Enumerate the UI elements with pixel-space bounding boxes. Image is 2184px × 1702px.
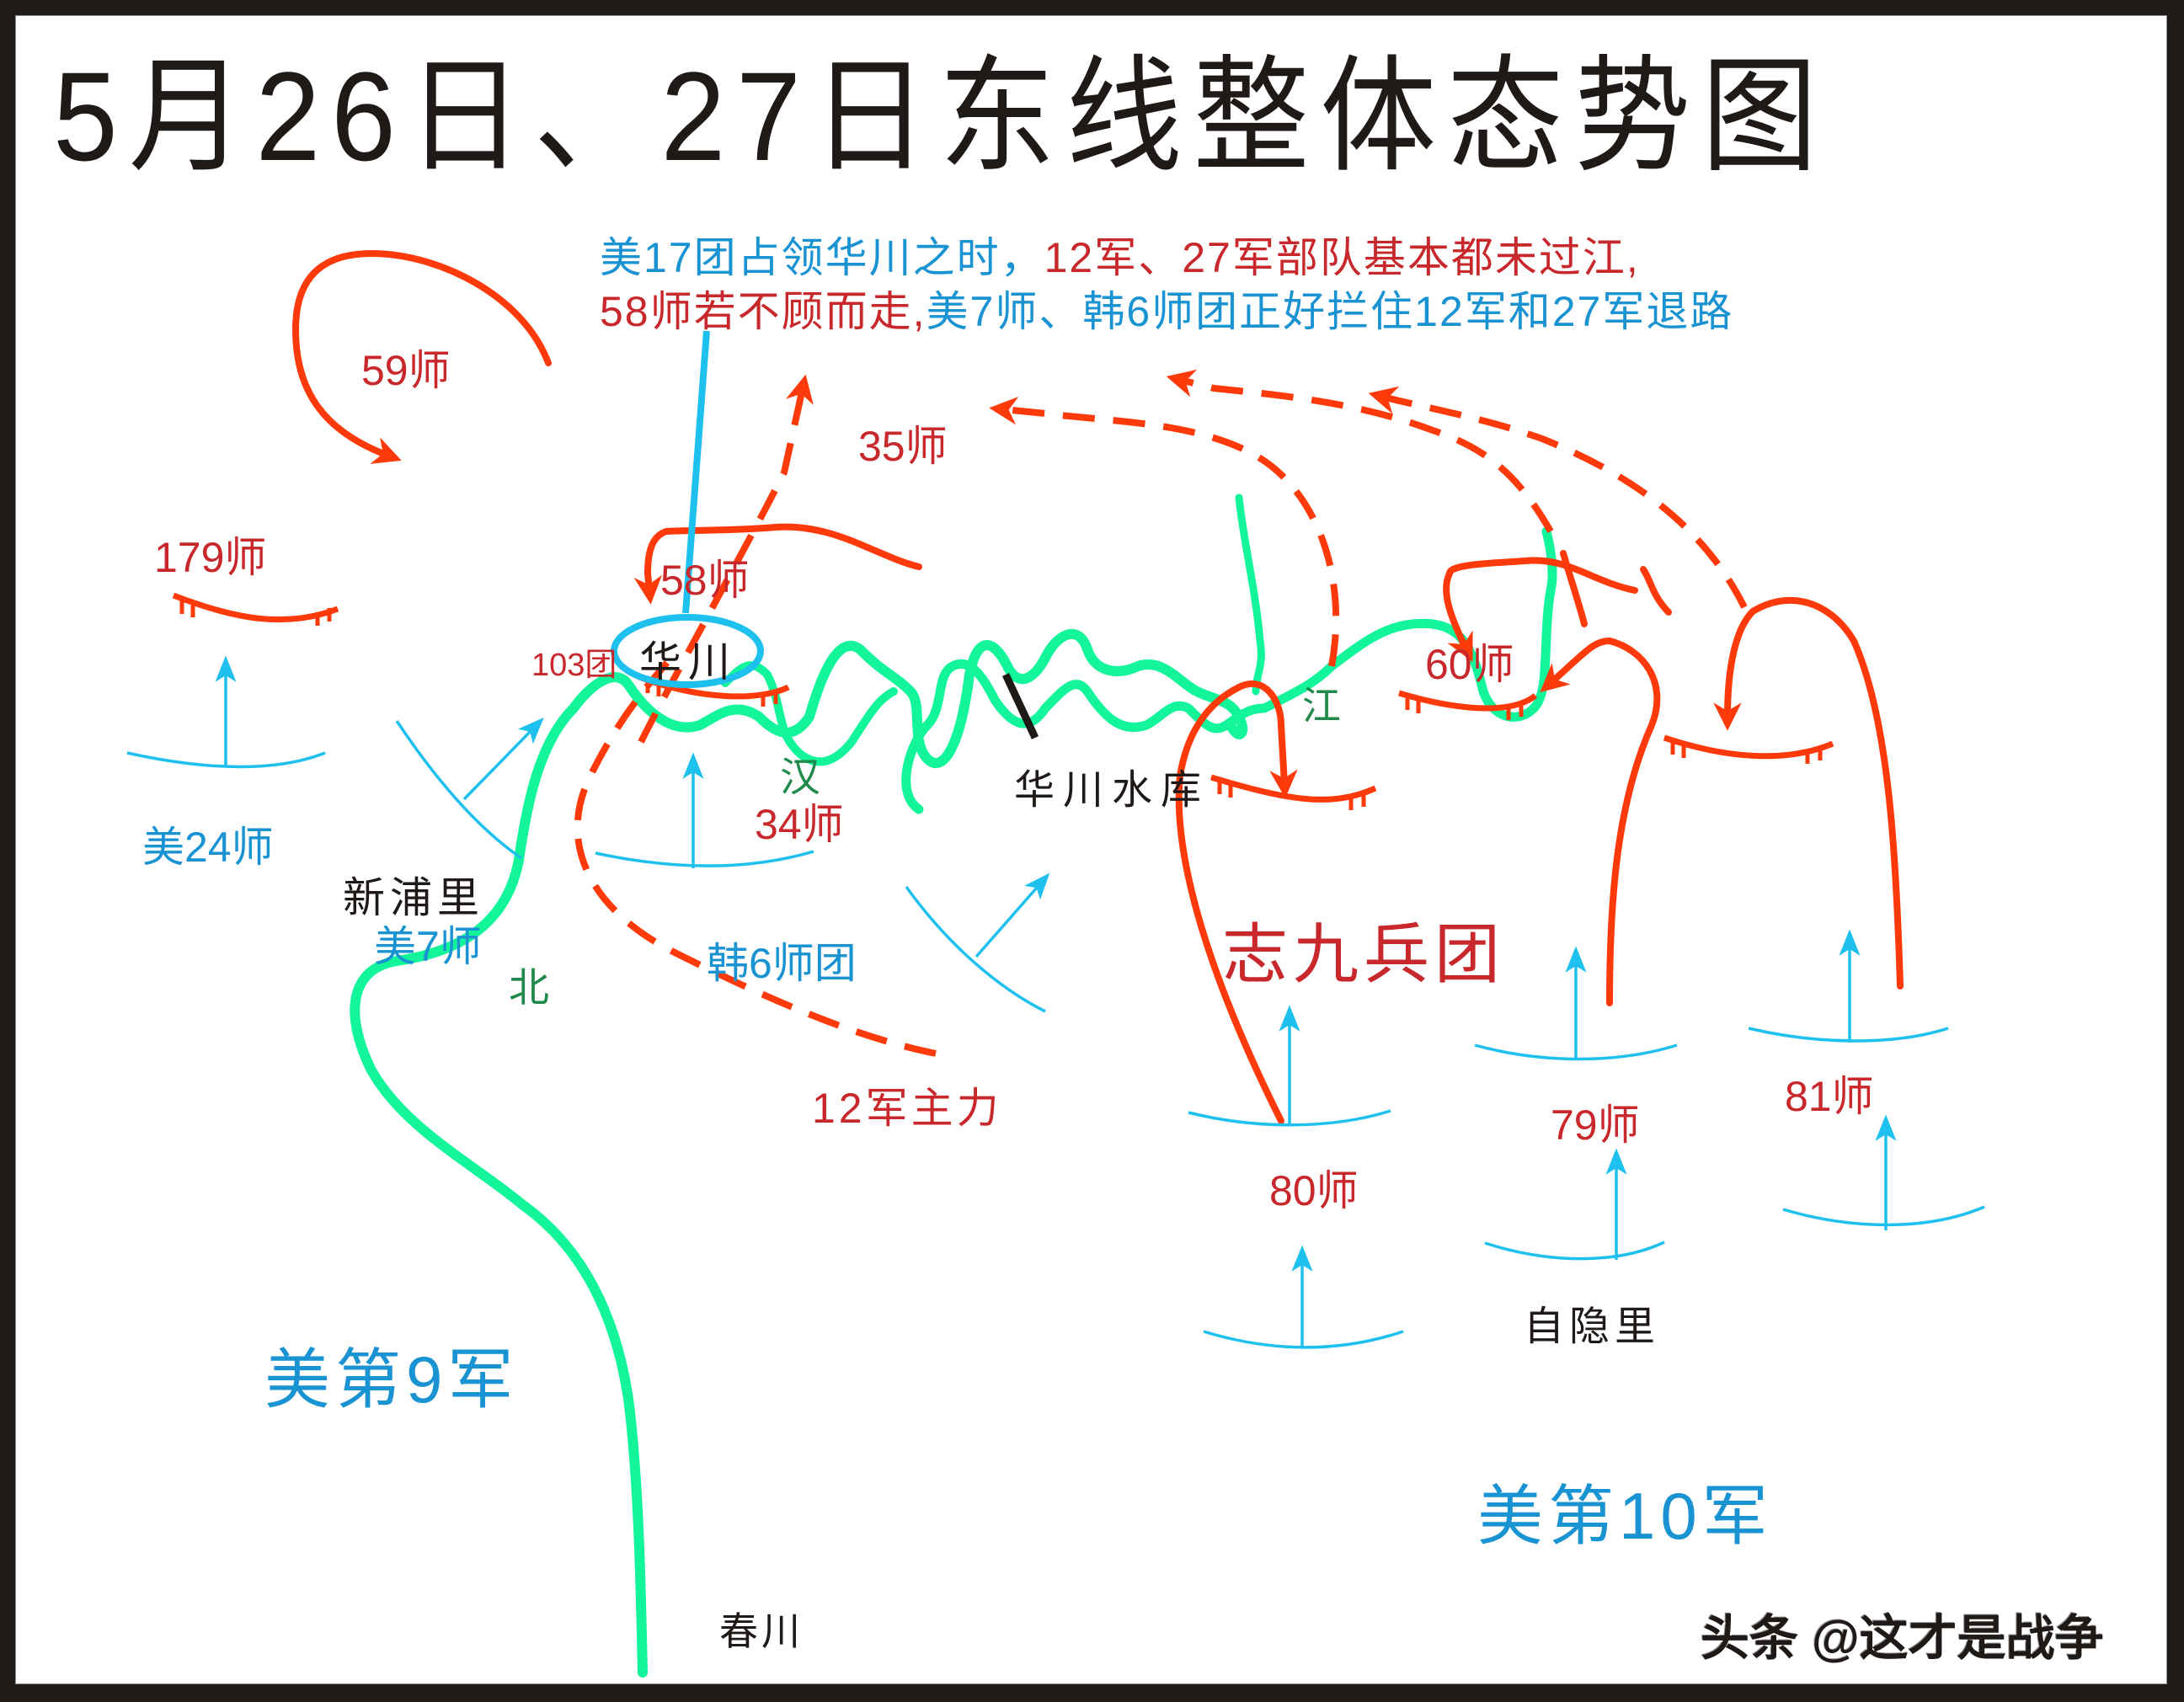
map-graphics (126, 249, 1985, 1678)
div80-arrow (1175, 680, 1298, 1124)
div79-arrow (1540, 637, 1661, 1006)
label-div58: 58师 (660, 557, 750, 604)
withdraw-route-2 (1166, 369, 1554, 533)
us24-front-arc (126, 751, 326, 769)
label-jaeun-ri: 自隐里 (1524, 1303, 1661, 1350)
label-div179: 179师 (154, 534, 267, 581)
div79-defense-line (1663, 734, 1834, 760)
river-char-bei: 北 (509, 964, 550, 1011)
map-frame: 5月26日、27日东线整体态势图 美17团占领华川之时，12军、27军部队基本都… (15, 15, 2167, 1684)
div81-arrow (1713, 596, 1904, 990)
label-army-group9: 志九兵团 (1222, 917, 1506, 991)
label-us7: 美7师 (374, 923, 482, 970)
div58-arrow (633, 523, 922, 605)
label-rok6: 韩6师团 (707, 940, 857, 987)
label-hwachon-reservoir: 华川水库 (1014, 766, 1210, 814)
us7-front-arc (395, 720, 522, 860)
label-div34: 34师 (755, 801, 844, 848)
rear-arc-79 (1484, 1240, 1665, 1261)
note-line-1-part-1: 美17团占领华川之时， (600, 234, 1044, 281)
withdraw-route-1 (989, 396, 1340, 667)
army12-main-route (574, 647, 937, 1057)
div81-front-arc (1748, 1027, 1949, 1043)
div79-front-arc (1474, 1043, 1678, 1061)
note-line-1: 美17团占领华川之时，12军、27军部队基本都未过江, (600, 237, 1640, 279)
note-line-2-part-1: 58师若不顾而走, (600, 288, 926, 335)
div60-defense-line (1397, 690, 1538, 712)
div59-arrow (291, 249, 552, 464)
div80-front-arc (1188, 1109, 1391, 1127)
div179-defense-line (172, 592, 339, 623)
note-line-1-part-2: 12军、27军部队基本都未过江, (1044, 234, 1640, 281)
div60-arrow (1443, 557, 1638, 663)
label-hwachon: 华川 (639, 638, 737, 686)
label-div79: 79师 (1551, 1102, 1640, 1149)
note-line-2: 58师若不顾而走,美7师、韩6师团正好拦住12军和27军退路 (600, 291, 1733, 333)
label-div80: 80师 (1269, 1167, 1359, 1214)
hwachon-ellipse (611, 614, 764, 688)
label-div59: 59师 (361, 347, 451, 394)
rok6-front-arc-b (905, 885, 1046, 1013)
label-reg103: 103团 (531, 648, 617, 683)
rear-arc-80 (1203, 1330, 1404, 1349)
map-title: 5月26日、27日东线整体态势图 (53, 45, 1829, 187)
label-chuncheon: 春川 (719, 1609, 804, 1654)
label-army12-main: 12军主力 (812, 1085, 1002, 1132)
watermark: 头条 @这才是战争 (1701, 1611, 2104, 1666)
river-char-jiang: 江 (1302, 683, 1341, 728)
label-div81: 81师 (1785, 1073, 1874, 1120)
river-char-han: 汉 (780, 754, 821, 801)
div58-withdraw-arrow (638, 374, 814, 744)
reservoir-pointer (1001, 673, 1039, 739)
label-sinpo-ri: 新浦里 (343, 873, 484, 922)
label-div35: 35师 (858, 423, 948, 470)
label-us10-corps: 美第10军 (1477, 1479, 1773, 1553)
withdraw-route-3 (1368, 386, 1748, 609)
rear-arc-81 (1782, 1205, 1985, 1227)
label-us9-corps: 美第9军 (264, 1342, 519, 1417)
label-us24: 美24师 (142, 824, 274, 871)
div58-defense-line (1209, 774, 1377, 803)
note-line-2-part-2: 美7师、韩6师团正好拦住12军和27军退路 (926, 288, 1734, 335)
rok6-front-arc-a (595, 850, 814, 867)
label-div60: 60师 (1425, 641, 1514, 688)
hwachon-callout-line (682, 330, 710, 614)
